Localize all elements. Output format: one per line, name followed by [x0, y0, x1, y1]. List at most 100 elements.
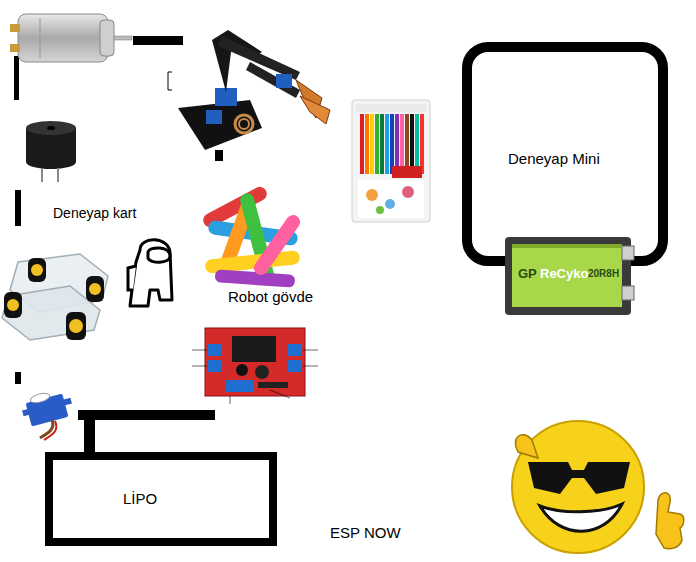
car-chassis [7, 264, 101, 333]
motor-driver-board [208, 344, 302, 392]
cool-emoji [515, 435, 538, 458]
car-chassis [7, 299, 19, 311]
cool-emoji [512, 421, 684, 553]
crewmate-figure [148, 248, 170, 262]
car-chassis [2, 286, 100, 340]
robot-arm [206, 110, 222, 124]
cool-emoji [528, 462, 630, 494]
crewmate-figure [128, 240, 172, 306]
marker-pack [375, 114, 379, 174]
outlined-box: LİPO [45, 452, 277, 546]
wire-segments [14, 36, 223, 454]
marker-pack [352, 100, 430, 222]
servo-motor [29, 392, 50, 405]
popsicle-sticks [251, 212, 303, 277]
dc-motor [10, 44, 20, 52]
wire-segments [168, 72, 172, 90]
motor-driver-board [270, 390, 290, 398]
robot-arm [276, 74, 292, 88]
marker-pack [420, 114, 424, 174]
marker-pack [352, 100, 430, 222]
popsicle-sticks [201, 184, 303, 287]
servo-motor [22, 392, 72, 440]
marker-pack [370, 114, 374, 174]
servo-motor [44, 421, 56, 440]
popsicle-sticks [215, 269, 296, 288]
motor-driver-board [230, 396, 231, 404]
battery-brand: ReCyko [540, 266, 588, 281]
buzzer [47, 126, 55, 130]
node-label: LİPO [123, 490, 157, 507]
motor-driver-board [303, 350, 318, 351]
motor-driver-board [208, 360, 222, 372]
part-label: Robot gövde [228, 288, 313, 305]
marker-pack [365, 114, 369, 174]
motor-driver-board [288, 344, 302, 356]
car-chassis [69, 319, 83, 333]
buzzer [57, 168, 59, 182]
part-label: ESP NOW [330, 524, 401, 541]
motor-driver-board [303, 366, 318, 367]
wire-segments [133, 36, 183, 45]
crewmate-figure [130, 240, 172, 306]
marker-pack [415, 114, 419, 174]
marker-pack [385, 114, 389, 174]
marker-pack [376, 206, 384, 214]
car-chassis [2, 254, 108, 340]
marker-pack [405, 114, 409, 174]
marker-pack [410, 114, 414, 174]
motor-driver-board [226, 380, 254, 392]
motor-driver-board [288, 360, 302, 372]
car-chassis [4, 292, 22, 318]
cool-emoji [540, 504, 622, 531]
buzzer [26, 121, 76, 182]
wire-segments [15, 372, 21, 384]
wire-segments [84, 410, 95, 454]
marker-pack [360, 114, 424, 174]
motor-driver-board [192, 328, 318, 404]
marker-pack [356, 104, 426, 112]
motor-driver-board [205, 328, 305, 396]
marker-pack [360, 114, 364, 174]
dc-motor [100, 20, 114, 56]
dc-motor [114, 36, 132, 40]
marker-pack [402, 186, 414, 198]
wire-segments [15, 190, 21, 226]
servo-motor [22, 398, 72, 417]
crewmate-figure [128, 266, 136, 290]
wire-segments [14, 56, 19, 100]
dc-motor [10, 24, 20, 32]
9v-battery [622, 286, 634, 300]
battery-model: 20R8H [588, 268, 619, 279]
buzzer [41, 168, 43, 182]
robot-arm [235, 115, 253, 133]
motor-driver-board [192, 350, 207, 351]
robot-arm [246, 62, 300, 98]
car-chassis [28, 258, 46, 282]
dc-motor [40, 18, 41, 58]
9v-battery [505, 237, 634, 315]
robot-arm [178, 100, 262, 150]
marker-pack [395, 114, 399, 174]
robot-arm [178, 30, 330, 150]
wire-segments [215, 150, 223, 161]
buzzer [26, 155, 76, 169]
marker-pack [366, 189, 378, 201]
car-chassis [66, 312, 86, 340]
motor-driver-board [192, 350, 318, 404]
robot-arm [300, 96, 330, 124]
cool-emoji [656, 493, 684, 549]
motor-driver-board [236, 364, 248, 376]
marker-pack [380, 114, 384, 174]
marker-pack [392, 166, 422, 178]
9v-battery [622, 246, 634, 260]
wire-segments [78, 410, 215, 420]
outlined-box: Deneyap Mini [462, 42, 668, 266]
9v-battery [512, 245, 622, 307]
marker-pack [400, 114, 404, 174]
motor-driver-board [208, 344, 222, 356]
motor-driver-board [258, 382, 288, 388]
buzzer [26, 121, 76, 135]
